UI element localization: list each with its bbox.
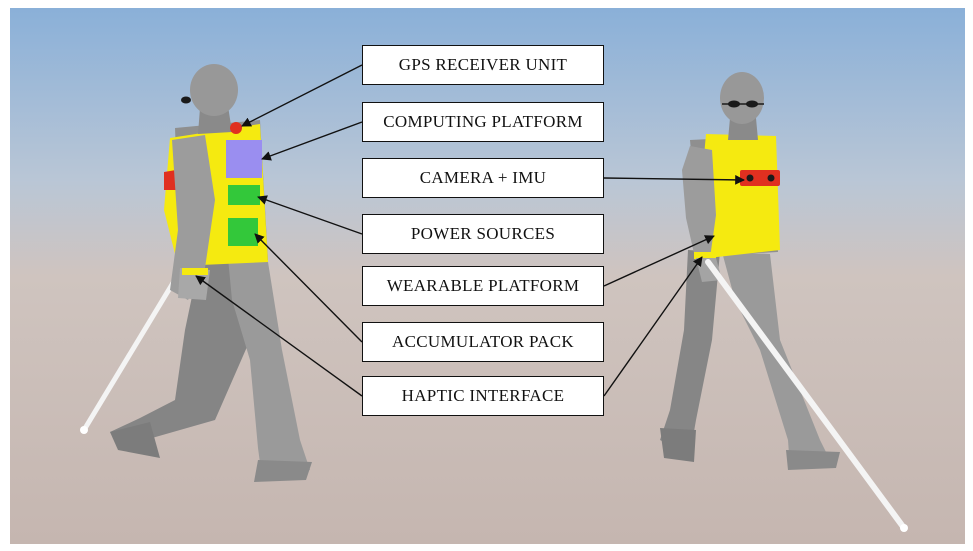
arrow-power [257,195,363,235]
gps-receiver-label: GPS RECEIVER UNIT [362,45,604,85]
right-cane [705,259,907,531]
computing-platform-label: COMPUTING PLATFORM [362,102,604,142]
arrow-camera [603,174,745,185]
gps-unit [230,122,242,134]
haptic-interface-label: HAPTIC INTERFACE [362,376,604,416]
accumulator-pack-text: ACCUMULATOR PACK [392,332,574,351]
left-cane-tip [80,426,88,434]
accumulator-pack-label: ACCUMULATOR PACK [362,322,604,362]
camera-imu-label: CAMERA + IMU [362,158,604,198]
wearable-platform-text: WEARABLE PLATFORM [386,276,580,295]
arrow-haptic-left [195,275,363,397]
right-haptic-band [694,252,716,259]
arrow-haptic-right [603,256,703,397]
power-sources-text: POWER SOURCES [410,224,556,243]
haptic-interface-text: HAPTIC INTERFACE [401,386,565,405]
gps-receiver-text: GPS RECEIVER UNIT [398,55,568,74]
accumulator-box [228,218,258,246]
computing-platform-text: COMPUTING PLATFORM [383,112,583,131]
pointer-arrows [195,64,745,397]
wearable-platform-label: WEARABLE PLATFORM [362,266,604,306]
power-sources-label: POWER SOURCES [362,214,604,254]
camera-imu-bar [740,170,780,186]
arrow-computing [261,121,363,161]
right-vest [700,134,780,258]
computing-box [226,140,262,178]
power-box [228,185,260,205]
left-walker-figure [80,64,312,482]
arrow-wearable [603,235,715,287]
left-cane [81,265,185,433]
camera-imu-text: CAMERA + IMU [419,168,547,187]
right-cane-tip [900,524,908,532]
arrow-accumulator [254,233,363,343]
right-walker-figure [660,72,908,532]
arrow-gps [241,64,363,127]
left-haptic-band [182,268,208,275]
